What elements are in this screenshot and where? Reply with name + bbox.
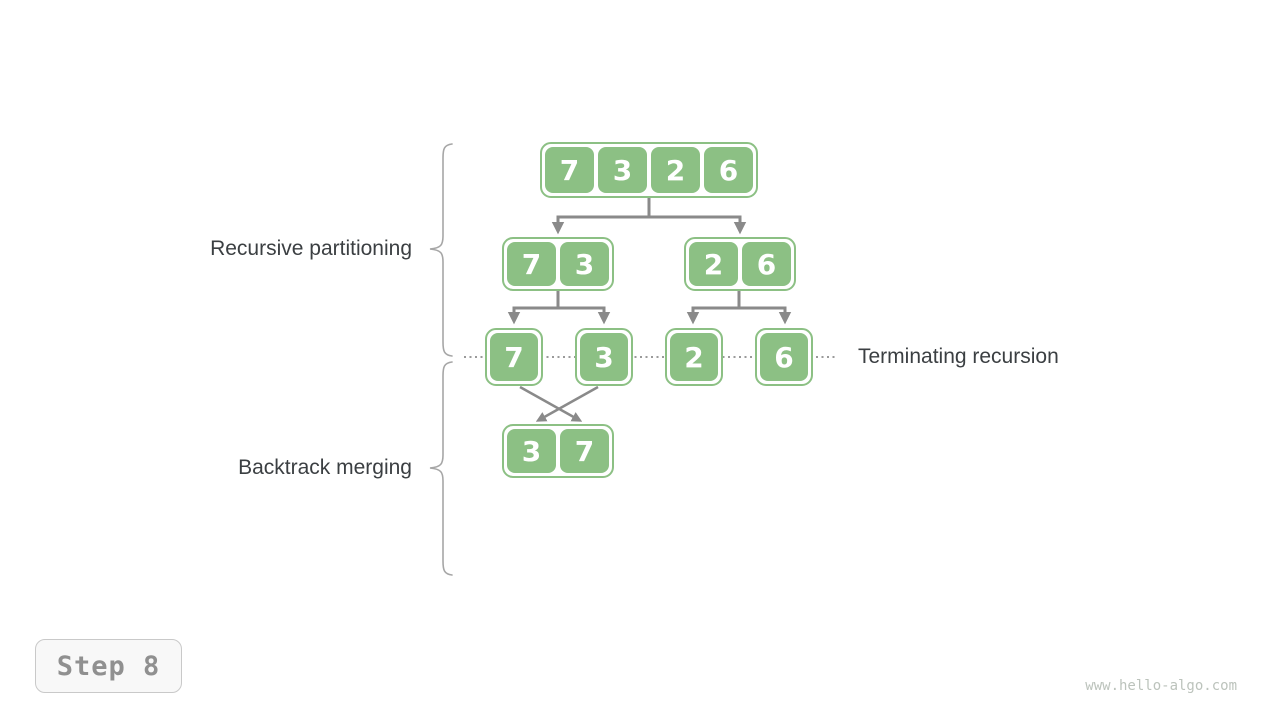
label-recursive-partitioning: Recursive partitioning [210, 237, 412, 260]
array-box-leaf: 7 [485, 328, 543, 386]
step-badge-label: Step 8 [56, 650, 161, 682]
arrow-left-pair-to-leaves [507, 291, 611, 325]
array-cell: 7 [490, 333, 538, 381]
arrow-merge-cross [519, 385, 599, 422]
array-cell: 7 [545, 147, 594, 193]
array-cell: 3 [507, 429, 556, 473]
array-cell: 3 [560, 242, 609, 286]
step-badge: Step 8 [35, 639, 182, 693]
array-cell: 3 [580, 333, 628, 381]
array-cell: 3 [598, 147, 647, 193]
array-cell: 6 [704, 147, 753, 193]
array-box-leaf: 6 [755, 328, 813, 386]
arrow-right-pair-to-leaves [686, 291, 792, 325]
array-box-right-pair: 2 6 [684, 237, 796, 291]
array-cell: 2 [689, 242, 738, 286]
label-backtrack-merging: Backtrack merging [238, 456, 412, 479]
array-cell: 6 [760, 333, 808, 381]
curly-brace-backtrack-merging [429, 361, 453, 576]
curly-brace-recursive-partitioning [429, 143, 453, 357]
array-cell: 6 [742, 242, 791, 286]
array-box-leaf: 2 [665, 328, 723, 386]
array-cell: 2 [651, 147, 700, 193]
watermark: www.hello-algo.com [1085, 678, 1237, 694]
label-terminating-recursion: Terminating recursion [858, 345, 1059, 368]
array-cell: 2 [670, 333, 718, 381]
array-cell: 7 [507, 242, 556, 286]
arrow-root-to-pairs [551, 198, 747, 235]
array-box-left-pair: 7 3 [502, 237, 614, 291]
array-box-merged: 3 7 [502, 424, 614, 478]
array-cell: 7 [560, 429, 609, 473]
array-box-root: 7 3 2 6 [540, 142, 758, 198]
array-box-leaf: 3 [575, 328, 633, 386]
